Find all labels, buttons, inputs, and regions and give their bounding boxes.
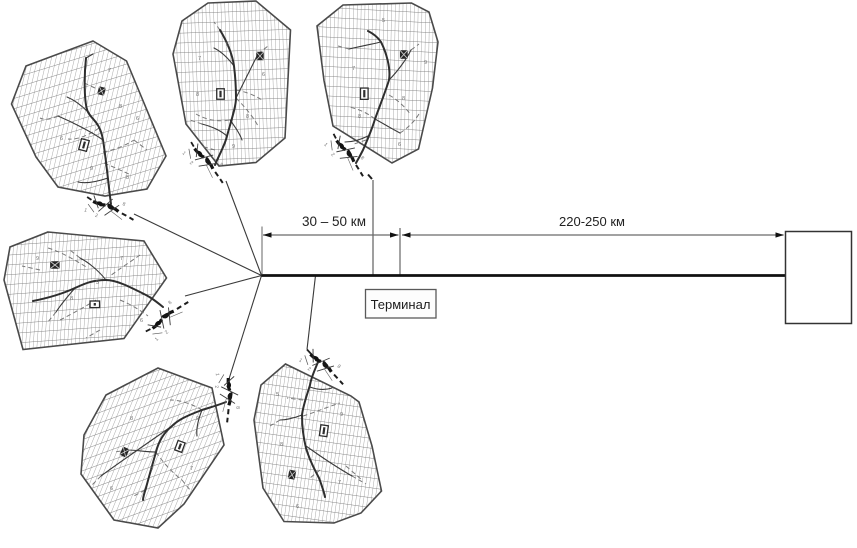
svg-text:8: 8 bbox=[280, 442, 283, 448]
svg-text:5: 5 bbox=[276, 392, 279, 398]
svg-text:8: 8 bbox=[402, 96, 405, 102]
svg-text:7: 7 bbox=[352, 66, 355, 72]
svg-text:5: 5 bbox=[96, 280, 99, 286]
svg-text:6: 6 bbox=[262, 72, 265, 78]
svg-text:220-250 км: 220-250 км bbox=[559, 214, 625, 229]
svg-text:7: 7 bbox=[198, 56, 201, 62]
svg-text:6: 6 bbox=[296, 504, 299, 510]
svg-text:7: 7 bbox=[120, 256, 123, 262]
svg-text:9: 9 bbox=[340, 412, 343, 418]
svg-text:6: 6 bbox=[140, 318, 143, 324]
svg-text:8: 8 bbox=[126, 175, 129, 181]
svg-text:8: 8 bbox=[70, 296, 73, 302]
svg-text:6: 6 bbox=[136, 116, 139, 122]
svg-text:8: 8 bbox=[196, 92, 199, 98]
svg-text:9: 9 bbox=[232, 144, 235, 150]
svg-text:6: 6 bbox=[60, 136, 63, 142]
svg-text:8: 8 bbox=[130, 416, 133, 422]
svg-text:8: 8 bbox=[246, 114, 249, 120]
svg-text:7: 7 bbox=[108, 68, 111, 74]
svg-text:9: 9 bbox=[36, 256, 39, 262]
svg-text:6: 6 bbox=[110, 486, 113, 492]
svg-text:9: 9 bbox=[90, 166, 93, 172]
svg-text:9: 9 bbox=[196, 416, 199, 422]
svg-text:Терминал: Терминал bbox=[371, 297, 431, 312]
svg-text:5: 5 bbox=[382, 18, 385, 24]
svg-text:5: 5 bbox=[226, 42, 229, 48]
svg-text:6: 6 bbox=[398, 142, 401, 148]
svg-text:8: 8 bbox=[358, 114, 361, 120]
svg-text:5: 5 bbox=[150, 466, 153, 472]
svg-text:30 – 50 км: 30 – 50 км bbox=[302, 214, 366, 229]
svg-text:9: 9 bbox=[424, 60, 427, 66]
svg-text:7: 7 bbox=[190, 466, 193, 472]
svg-text:7: 7 bbox=[338, 480, 341, 486]
svg-text:8: 8 bbox=[119, 104, 122, 110]
